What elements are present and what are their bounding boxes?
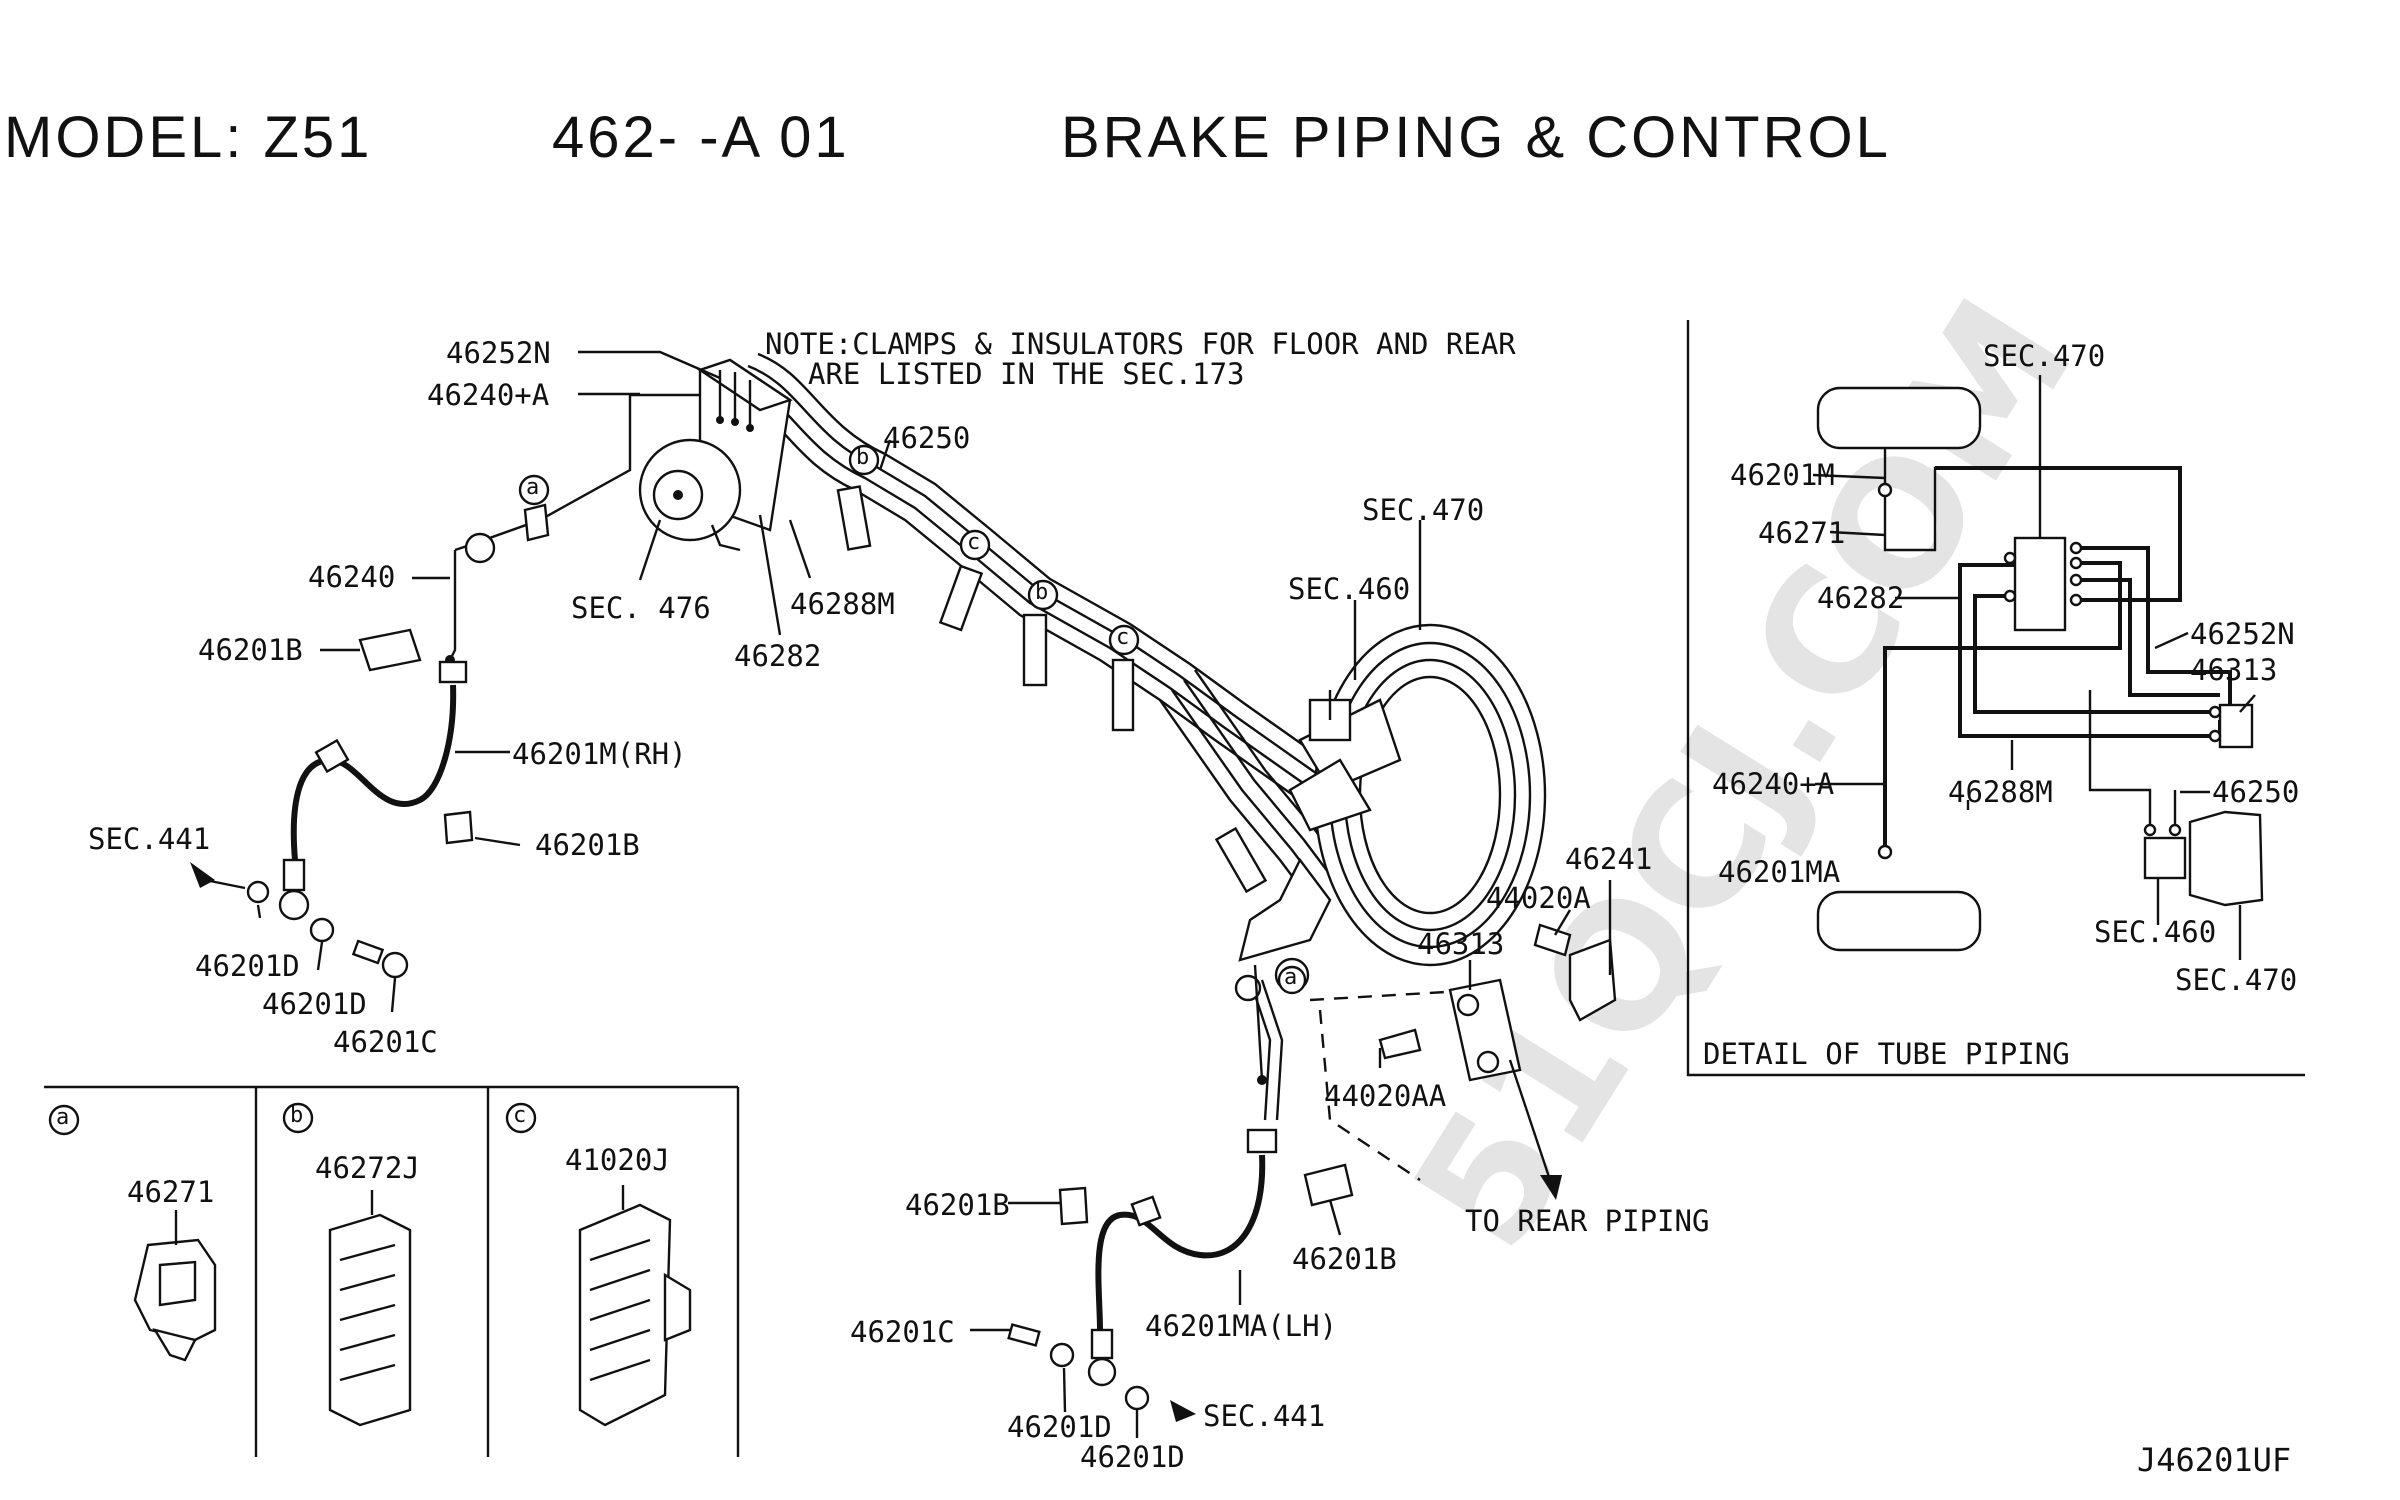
inset-callout-a: a bbox=[56, 1105, 70, 1130]
label-sec460: SEC.460 bbox=[1288, 572, 1411, 606]
detail-label-sec470-bottom: SEC.470 bbox=[2175, 963, 2298, 997]
abs-actuator bbox=[638, 358, 793, 552]
detail-label-46252N: 46252N bbox=[2190, 617, 2295, 651]
label-sec476: SEC. 476 bbox=[571, 591, 711, 625]
tube-clips bbox=[836, 485, 1268, 894]
label-46250: 46250 bbox=[883, 421, 971, 455]
model-label: MODEL: Z51 bbox=[4, 105, 373, 170]
lock-plates bbox=[358, 628, 1354, 1226]
label-46201C-2: 46201C bbox=[850, 1315, 955, 1349]
detail-label-46313: 46313 bbox=[2190, 653, 2278, 687]
label-46252N: 46252N bbox=[446, 336, 551, 370]
label-46201D-4: 46201D bbox=[1080, 1440, 1185, 1474]
label-46201B-4: 46201B bbox=[1292, 1242, 1397, 1276]
section-code: 462- -A 01 bbox=[552, 105, 850, 170]
detail-label-46271: 46271 bbox=[1758, 516, 1846, 550]
detail-label-46288M: 46288M bbox=[1948, 775, 2053, 809]
label-46201M-RH: 46201M(RH) bbox=[512, 737, 687, 771]
detail-label-46240A: 46240+A bbox=[1712, 767, 1835, 801]
inset-callout-b: b bbox=[290, 1103, 304, 1128]
detail-frame bbox=[1686, 320, 2305, 1077]
clip-46240 bbox=[464, 503, 550, 564]
label-46288M: 46288M bbox=[790, 587, 895, 621]
label-46201D-3: 46201D bbox=[1007, 1410, 1112, 1444]
label-46201MA-LH: 46201MA(LH) bbox=[1145, 1309, 1338, 1343]
detail-caption: DETAIL OF TUBE PIPING bbox=[1703, 1037, 2070, 1071]
callout-a-bracket: a bbox=[1284, 965, 1298, 990]
clip-46271-drawing bbox=[133, 1210, 217, 1362]
callout-markers bbox=[518, 444, 1307, 995]
detail-label-46250: 46250 bbox=[2212, 775, 2300, 809]
detail-schematic bbox=[1812, 375, 2264, 960]
inset-frames bbox=[44, 1085, 740, 1457]
note-line-1: NOTE:CLAMPS & INSULATORS FOR FLOOR AND R… bbox=[765, 327, 1516, 361]
section-title: BRAKE PIPING & CONTROL bbox=[1061, 105, 1891, 170]
label-46313: 46313 bbox=[1417, 927, 1505, 961]
junction-block bbox=[1378, 923, 1617, 1200]
inset-label-46272J: 46272J bbox=[315, 1151, 420, 1185]
label-44020AA: 44020AA bbox=[1324, 1079, 1447, 1113]
label-sec441-2: SEC.441 bbox=[1203, 1399, 1326, 1433]
note-line-2: ARE LISTED IN THE SEC.173 bbox=[808, 357, 1245, 391]
label-46201B-3: 46201B bbox=[905, 1188, 1010, 1222]
front-lh-hose bbox=[1007, 1128, 1278, 1422]
brake-booster bbox=[1288, 623, 1547, 967]
label-46240A: 46240+A bbox=[427, 378, 550, 412]
label-46282: 46282 bbox=[734, 639, 822, 673]
detail-label-46282: 46282 bbox=[1817, 581, 1905, 615]
label-46240: 46240 bbox=[308, 560, 396, 594]
callout-b-main-2: b bbox=[1035, 580, 1049, 605]
inset-label-41020J: 41020J bbox=[565, 1143, 670, 1177]
inset-callout-c: c bbox=[513, 1103, 527, 1128]
callout-c-main-2: c bbox=[1116, 625, 1130, 650]
label-46201C-1: 46201C bbox=[333, 1025, 438, 1059]
detail-label-sec470-top: SEC.470 bbox=[1983, 339, 2106, 373]
detail-label-46201M: 46201M bbox=[1730, 458, 1835, 492]
label-46241: 46241 bbox=[1565, 842, 1653, 876]
label-46201D-1: 46201D bbox=[195, 949, 300, 983]
label-sec441-1: SEC.441 bbox=[88, 822, 211, 856]
detail-label-sec460: SEC.460 bbox=[2094, 915, 2217, 949]
label-46201D-2: 46201D bbox=[262, 987, 367, 1021]
leader-lines bbox=[256, 350, 1612, 1438]
detail-label-46201MA: 46201MA bbox=[1718, 855, 1841, 889]
callout-b-main: b bbox=[856, 445, 870, 470]
callout-c-main: c bbox=[967, 530, 981, 555]
clip-41020J-drawing bbox=[578, 1185, 692, 1427]
drawing-id: J46201UF bbox=[2137, 1441, 2292, 1479]
label-46201B-1: 46201B bbox=[198, 633, 303, 667]
callout-a-main: a bbox=[526, 475, 540, 500]
label-to-rear-piping: TO REAR PIPING bbox=[1465, 1204, 1710, 1238]
label-46201B-2: 46201B bbox=[535, 828, 640, 862]
label-sec470: SEC.470 bbox=[1362, 493, 1485, 527]
label-44020A: 44020A bbox=[1486, 881, 1591, 915]
inset-label-46271: 46271 bbox=[127, 1175, 215, 1209]
clip-46272J-drawing bbox=[328, 1190, 412, 1427]
front-rh-hose bbox=[190, 660, 468, 979]
